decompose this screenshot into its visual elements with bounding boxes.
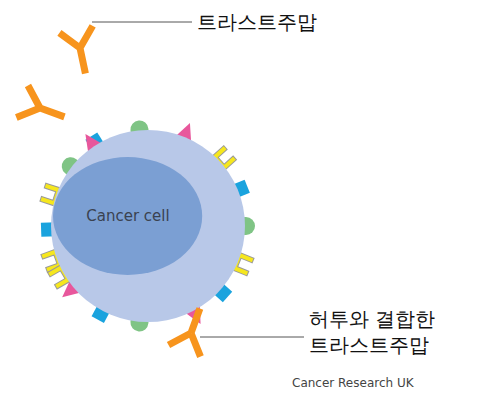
receptor-layer (41, 119, 255, 332)
cell-label: Cancer cell (86, 206, 169, 226)
source-credit: Cancer Research UK (292, 376, 414, 392)
antibody (59, 26, 102, 77)
source-credit: Cancer Research UK (292, 376, 414, 392)
leader-line (200, 337, 304, 338)
cancer-cell-body (51, 130, 245, 322)
antibody (16, 86, 70, 133)
antibody (169, 303, 216, 357)
antibody-layer (16, 26, 216, 357)
drug-label: 트라스트주맙 (197, 9, 317, 35)
bound-drug-label: 허투와 결합한 트라스트주맙 (309, 306, 469, 358)
bound-drug-label: 허투와 결합한 트라스트주맙 (309, 306, 469, 358)
drug-label: 트라스트주맙 (197, 9, 317, 35)
leader-line (92, 22, 192, 23)
cell-nucleus: Cancer cell (53, 157, 202, 275)
